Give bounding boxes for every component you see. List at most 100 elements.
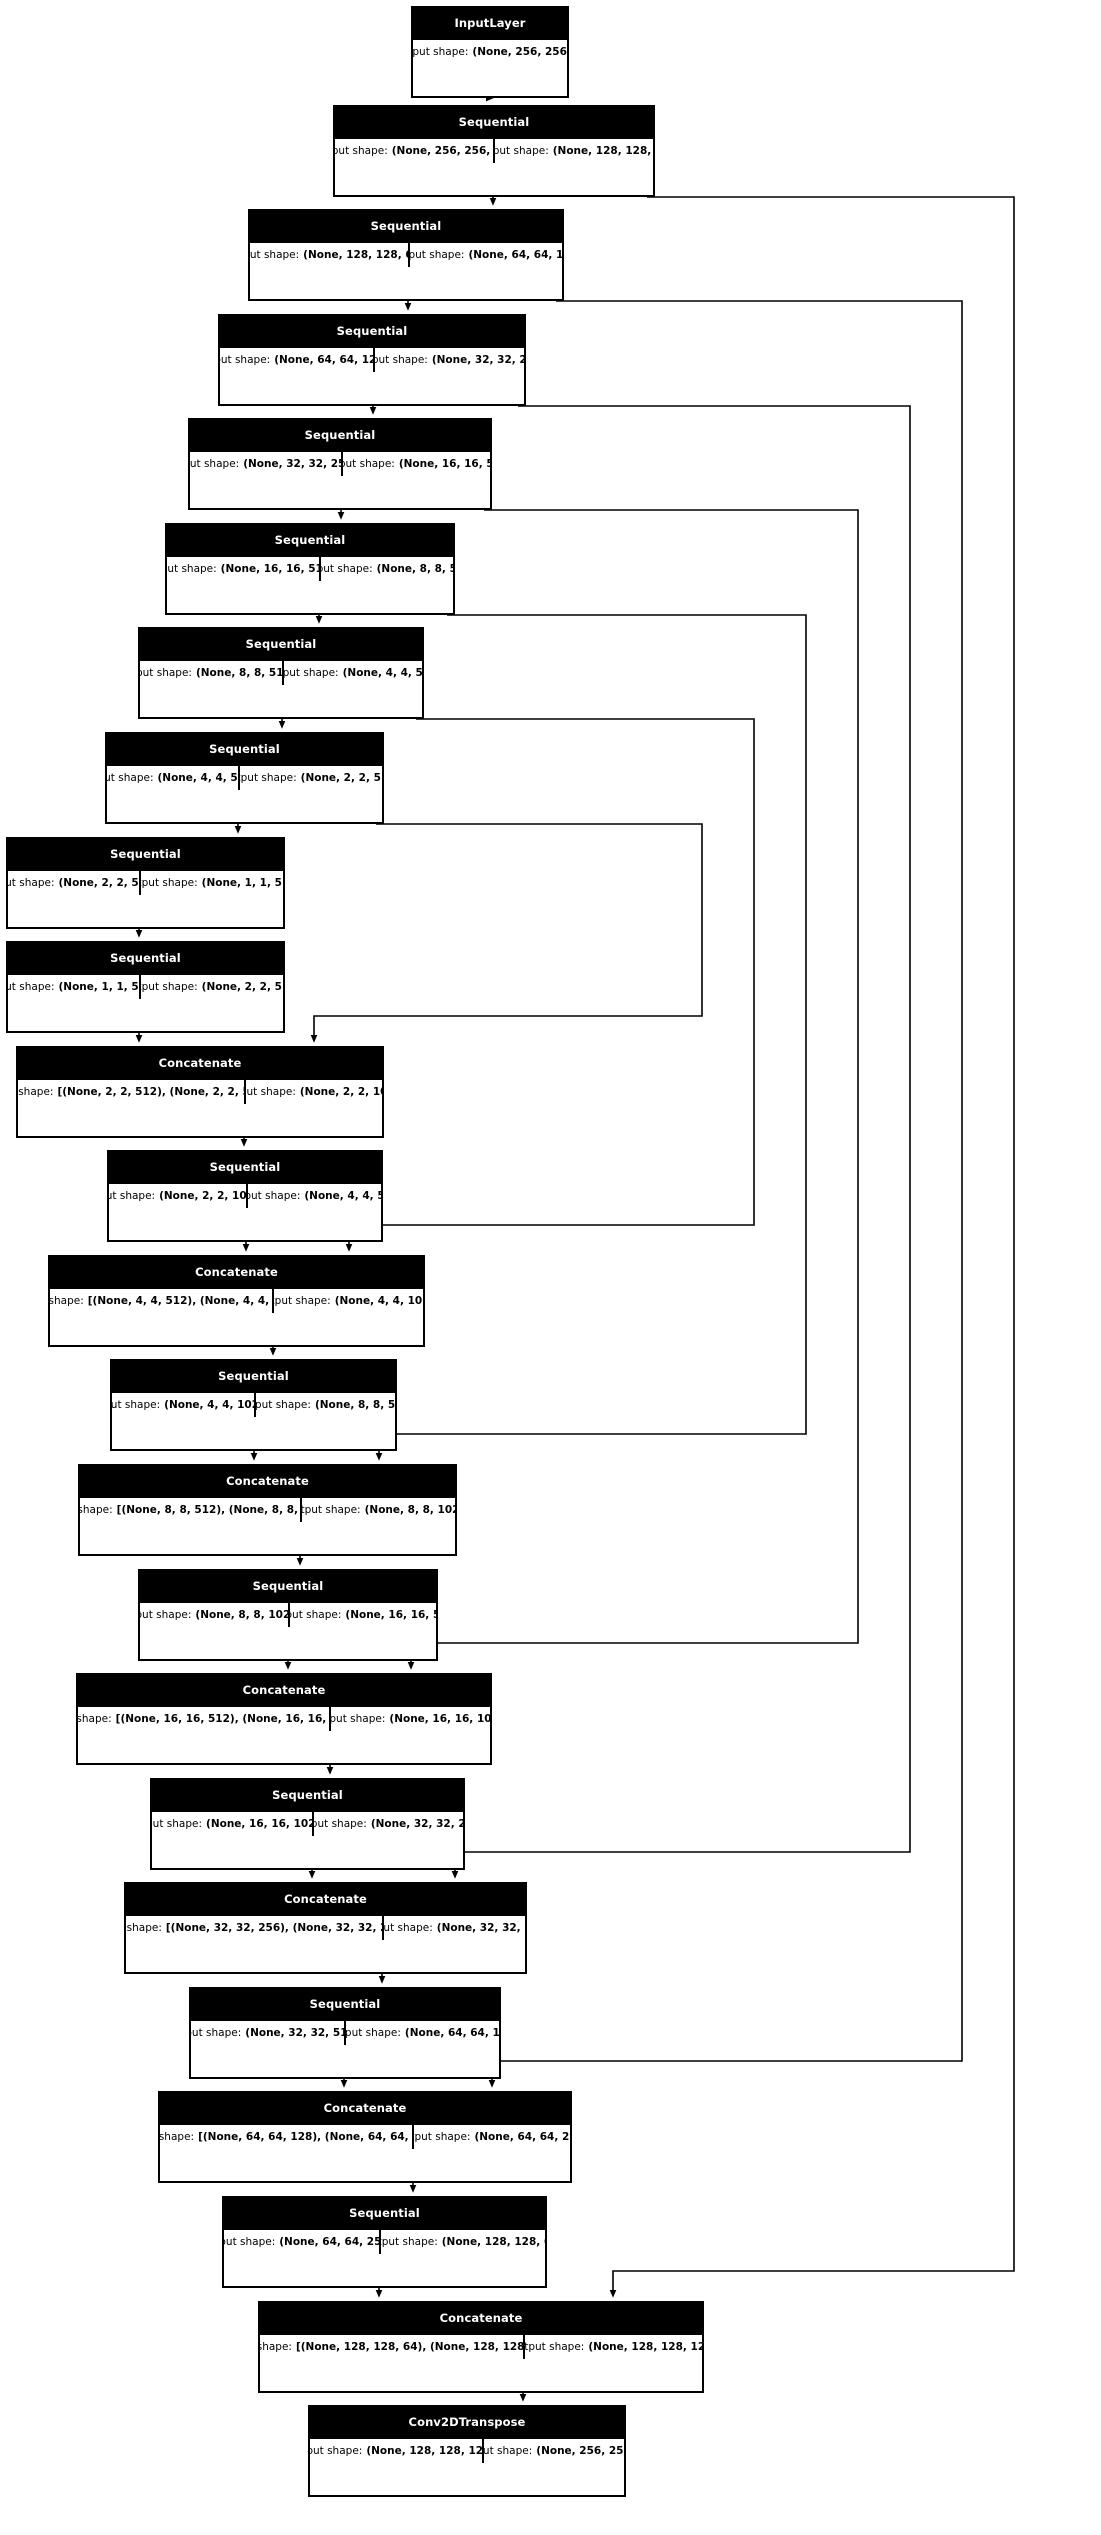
graph-node-concatenate[interactable]: ConcatenateInput shape:[(None, 64, 64, 1…	[158, 2091, 572, 2183]
node-shape-row: Input shape:(None, 8, 8, 1024)Output sha…	[140, 1601, 436, 1627]
node-input-shape-value: (None, 32, 32, 256)	[243, 458, 341, 470]
node-input-shape-value: [(None, 32, 32, 256), (None, 32, 32, 256…	[165, 1922, 382, 1934]
graph-node-sequential[interactable]: SequentialInput shape:(None, 256, 256, 3…	[333, 105, 655, 197]
node-output-shape-label: Output shape:	[329, 1713, 386, 1725]
node-output-shape: Output shape:(None, 128, 128, 64)	[379, 2230, 545, 2254]
graph-edge	[407, 509, 859, 1670]
node-type-title: Sequential	[140, 629, 422, 659]
node-output-shape-label: Output shape:	[321, 563, 373, 575]
graph-node-concatenate[interactable]: ConcatenateInput shape:[(None, 128, 128,…	[258, 2301, 704, 2393]
node-output-shape-label: Output shape:	[248, 1190, 301, 1202]
graph-edge	[310, 823, 703, 1043]
node-input-shape-value: [(None, 64, 64, 128), (None, 64, 64, 128…	[198, 2131, 412, 2143]
node-type-title: Concatenate	[50, 1257, 423, 1287]
node-input-shape-value: [(None, 8, 8, 512), (None, 8, 8, 512)]	[116, 1504, 300, 1516]
node-input-shape: Input shape:(None, 2, 2, 1024)	[109, 1184, 246, 1208]
node-input-shape-label: Input shape:	[310, 2445, 363, 2457]
graph-node-sequential[interactable]: SequentialInput shape:(None, 32, 32, 512…	[189, 1987, 501, 2079]
graph-node-sequential[interactable]: SequentialInput shape:(None, 4, 4, 512)O…	[105, 732, 384, 824]
node-type-title: Concatenate	[126, 1884, 525, 1914]
graph-node-sequential[interactable]: SequentialInput shape:(None, 64, 64, 128…	[218, 314, 526, 406]
node-input-shape-label: Input shape:	[112, 1399, 161, 1411]
node-shape-row: Input shape:(None, 8, 8, 512)Output shap…	[140, 659, 422, 685]
node-output-shape-label: Output shape:	[372, 354, 428, 366]
node-input-shape: Input shape:[(None, 64, 64, 128), (None,…	[160, 2125, 412, 2149]
node-output-shape-label: Output shape:	[344, 2027, 401, 2039]
node-input-shape-label: Input shape:	[50, 1295, 84, 1307]
node-input-shape: Input shape:[(None, 2, 2, 512), (None, 2…	[18, 1080, 244, 1104]
graph-node-sequential[interactable]: SequentialInput shape:(None, 4, 4, 1024)…	[110, 1359, 397, 1451]
node-input-shape: Input shape:(None, 128, 128, 128)	[310, 2439, 482, 2463]
node-shape-row: Input shape:(None, 64, 64, 128)Output sh…	[220, 346, 524, 372]
node-type-title: Sequential	[112, 1361, 395, 1391]
node-output-shape-value: (None, 4, 4, 512)	[304, 1190, 381, 1202]
node-input-shape: Input shape:(None, 16, 16, 1024)	[152, 1812, 312, 1836]
node-input-shape-label: Input shape:	[107, 772, 154, 784]
node-input-shape-value: (None, 128, 128, 64)	[303, 249, 408, 261]
node-input-shape-label: Input shape:	[160, 2131, 195, 2143]
graph-node-concatenate[interactable]: ConcatenateInput shape:[(None, 16, 16, 5…	[76, 1673, 492, 1765]
graph-node-inputlayer[interactable]: InputLayerOutput shape:(None, 256, 256, …	[411, 6, 569, 98]
node-type-title: Sequential	[191, 1989, 499, 2019]
graph-node-conv2dtranspose[interactable]: Conv2DTransposeInput shape:(None, 128, 1…	[308, 2405, 626, 2497]
node-type-title: Sequential	[220, 316, 524, 346]
node-output-shape-value: (None, 4, 4, 1024)	[334, 1295, 423, 1307]
node-input-shape: Input shape:(None, 4, 4, 1024)	[112, 1393, 254, 1417]
graph-edge	[375, 614, 807, 1461]
graph-node-sequential[interactable]: SequentialInput shape:(None, 16, 16, 102…	[150, 1778, 465, 1870]
graph-node-sequential[interactable]: SequentialInput shape:(None, 2, 2, 512)O…	[6, 837, 285, 929]
node-type-title: Sequential	[224, 2198, 545, 2228]
graph-node-concatenate[interactable]: ConcatenateInput shape:[(None, 2, 2, 512…	[16, 1046, 384, 1138]
graph-node-sequential[interactable]: SequentialInput shape:(None, 8, 8, 1024)…	[138, 1569, 438, 1661]
graph-node-sequential[interactable]: SequentialInput shape:(None, 128, 128, 6…	[248, 209, 564, 301]
graph-node-sequential[interactable]: SequentialInput shape:(None, 16, 16, 512…	[165, 523, 455, 615]
node-type-title: Concatenate	[160, 2093, 570, 2123]
node-input-shape-value: [(None, 16, 16, 512), (None, 16, 16, 512…	[115, 1713, 330, 1725]
node-input-shape-value: (None, 16, 16, 1024)	[206, 1818, 312, 1830]
node-shape-row: Input shape:(None, 16, 16, 512)Output sh…	[167, 555, 453, 581]
node-input-shape: Input shape:(None, 32, 32, 512)	[191, 2021, 344, 2045]
node-type-title: Concatenate	[78, 1675, 490, 1705]
graph-node-concatenate[interactable]: ConcatenateInput shape:[(None, 32, 32, 2…	[124, 1882, 527, 1974]
graph-node-sequential[interactable]: SequentialInput shape:(None, 1, 1, 512)O…	[6, 941, 285, 1033]
node-output-shape-value: (None, 2, 2, 512)	[300, 772, 382, 784]
graph-node-sequential[interactable]: SequentialInput shape:(None, 64, 64, 256…	[222, 2196, 547, 2288]
node-output-shape-label: Output shape:	[282, 667, 339, 679]
node-output-shape: Output shape:(None, 2, 2, 1024)	[243, 1080, 382, 1104]
node-input-shape: Input shape:[(None, 32, 32, 256), (None,…	[126, 1916, 382, 1940]
node-input-shape: Input shape:(None, 8, 8, 1024)	[140, 1603, 288, 1627]
node-input-shape: Input shape:(None, 64, 64, 128)	[220, 348, 373, 372]
node-output-shape: Output shape:(None, 256, 256, 3)	[481, 2439, 624, 2463]
node-output-shape-label: Output shape:	[408, 249, 465, 261]
node-type-title: InputLayer	[413, 8, 567, 38]
graph-node-sequential[interactable]: SequentialInput shape:(None, 2, 2, 1024)…	[107, 1150, 383, 1242]
node-output-shape: Output shape:(None, 8, 8, 512)	[253, 1393, 395, 1417]
node-shape-row: Input shape:(None, 2, 2, 1024)Output sha…	[109, 1182, 381, 1208]
graph-node-sequential[interactable]: SequentialInput shape:(None, 32, 32, 256…	[188, 418, 492, 510]
node-output-shape-label: Output shape:	[274, 1295, 331, 1307]
node-shape-row: Input shape:(None, 1, 1, 512)Output shap…	[8, 973, 283, 999]
node-shape-row: Input shape:[(None, 16, 16, 512), (None,…	[78, 1705, 490, 1731]
graph-node-sequential[interactable]: SequentialInput shape:(None, 8, 8, 512)O…	[138, 627, 424, 719]
graph-node-concatenate[interactable]: ConcatenateInput shape:[(None, 8, 8, 512…	[78, 1464, 457, 1556]
node-input-shape: Input shape:[(None, 8, 8, 512), (None, 8…	[80, 1498, 300, 1522]
node-output-shape: Output shape:(None, 64, 64, 128)	[344, 2021, 499, 2045]
node-input-shape-label: Input shape:	[18, 1086, 54, 1098]
node-output-shape-label: Output shape:	[240, 772, 297, 784]
node-output-shape: Output shape:(None, 8, 8, 1024)	[300, 1498, 455, 1522]
graph-node-concatenate[interactable]: ConcatenateInput shape:[(None, 4, 4, 512…	[48, 1255, 425, 1347]
node-input-shape: Input shape:(None, 64, 64, 256)	[224, 2230, 379, 2254]
node-input-shape-value: (None, 256, 256, 3)	[391, 145, 493, 157]
node-input-shape-label: Input shape:	[190, 458, 240, 470]
node-type-title: Sequential	[152, 1780, 463, 1810]
node-input-shape-value: (None, 64, 64, 128)	[274, 354, 373, 366]
node-type-title: Sequential	[107, 734, 382, 764]
graph-edge	[345, 718, 755, 1252]
node-input-shape: Input shape:[(None, 4, 4, 512), (None, 4…	[50, 1289, 272, 1313]
node-output-shape-label: Output shape:	[290, 1609, 342, 1621]
node-type-title: Sequential	[250, 211, 562, 241]
node-output-shape-value: (None, 16, 16, 512)	[398, 458, 490, 470]
graph-edge	[488, 300, 963, 2088]
graph-edge	[609, 196, 1015, 2298]
node-output-shape-value: (None, 128, 128, 64)	[441, 2236, 545, 2248]
